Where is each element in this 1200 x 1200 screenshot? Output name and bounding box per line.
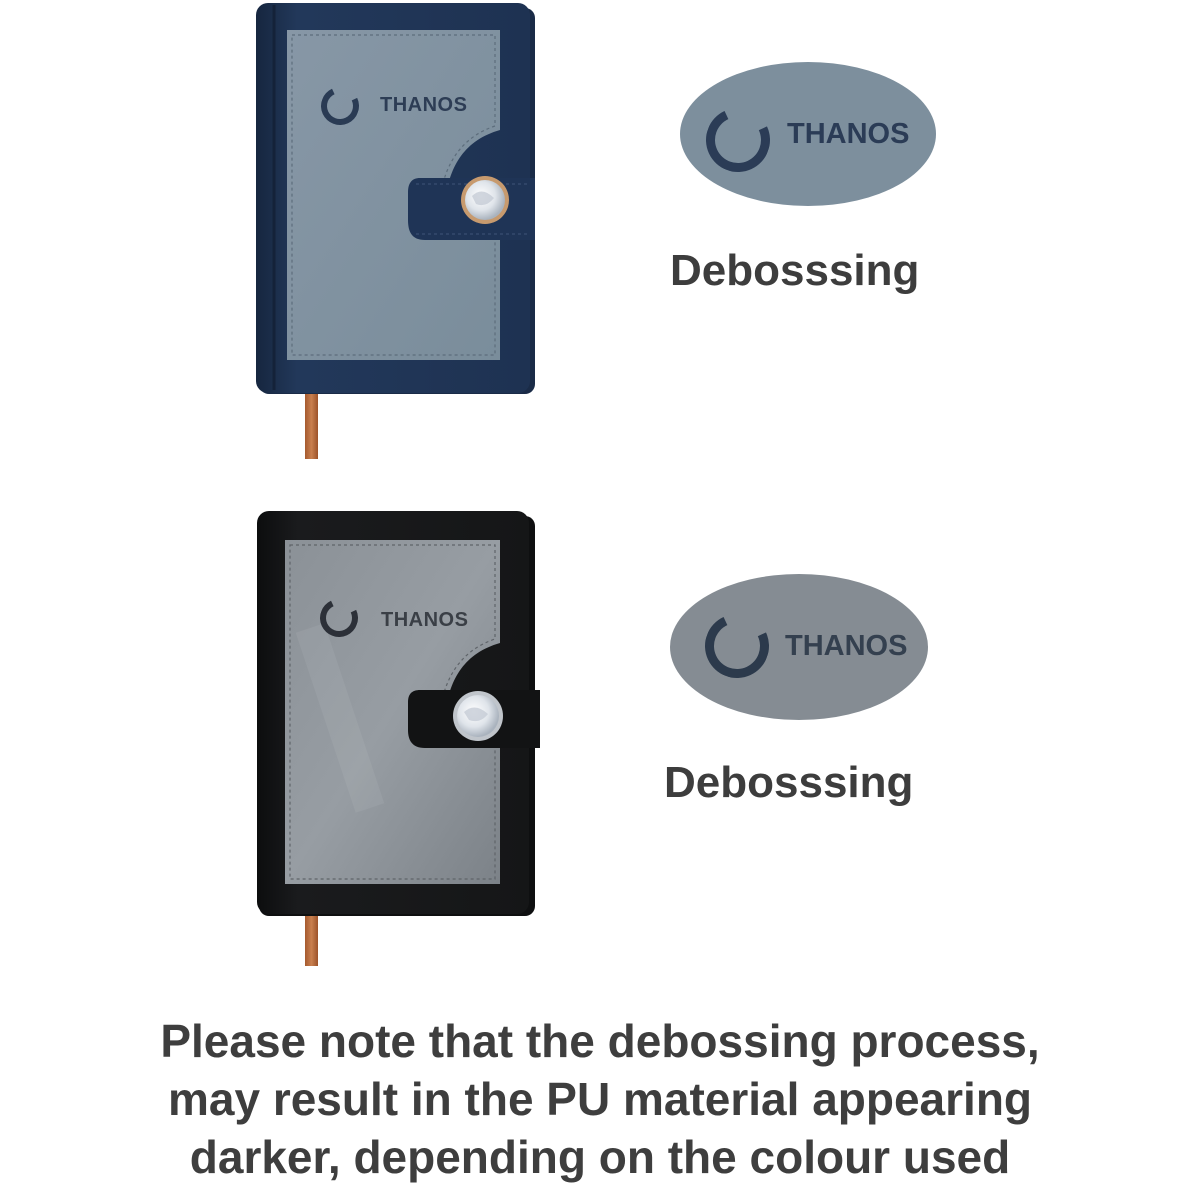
disclaimer-note: Please note that the debossing process, … [0, 1012, 1200, 1186]
note-line: Please note that the debossing process, [160, 1015, 1040, 1067]
caption-debossing-2: Debosssing [664, 758, 914, 807]
cover-panel [287, 30, 500, 360]
brand-logo-text: THANOS [381, 609, 469, 631]
deboss-sample-black [670, 574, 928, 720]
ribbon-bookmark [305, 906, 318, 966]
brand-logo-text: THANOS [380, 94, 468, 116]
deboss-sample-text: THANOS [787, 118, 910, 150]
notebook-navy: THANOS [250, 0, 540, 462]
notebook-navy-illustration [256, 3, 535, 459]
notebook-black: THANOS [250, 508, 540, 970]
notebook-black-illustration [257, 511, 540, 966]
cover-panel [285, 540, 500, 884]
deboss-sample-text: THANOS [785, 630, 908, 662]
caption-debossing-1: Debosssing [670, 246, 920, 295]
deboss-sample-navy [680, 62, 936, 206]
note-line: may result in the PU material appearing [167, 1073, 1033, 1125]
note-line: darker, depending on the colour used [189, 1131, 1011, 1183]
ribbon-bookmark [305, 385, 318, 459]
